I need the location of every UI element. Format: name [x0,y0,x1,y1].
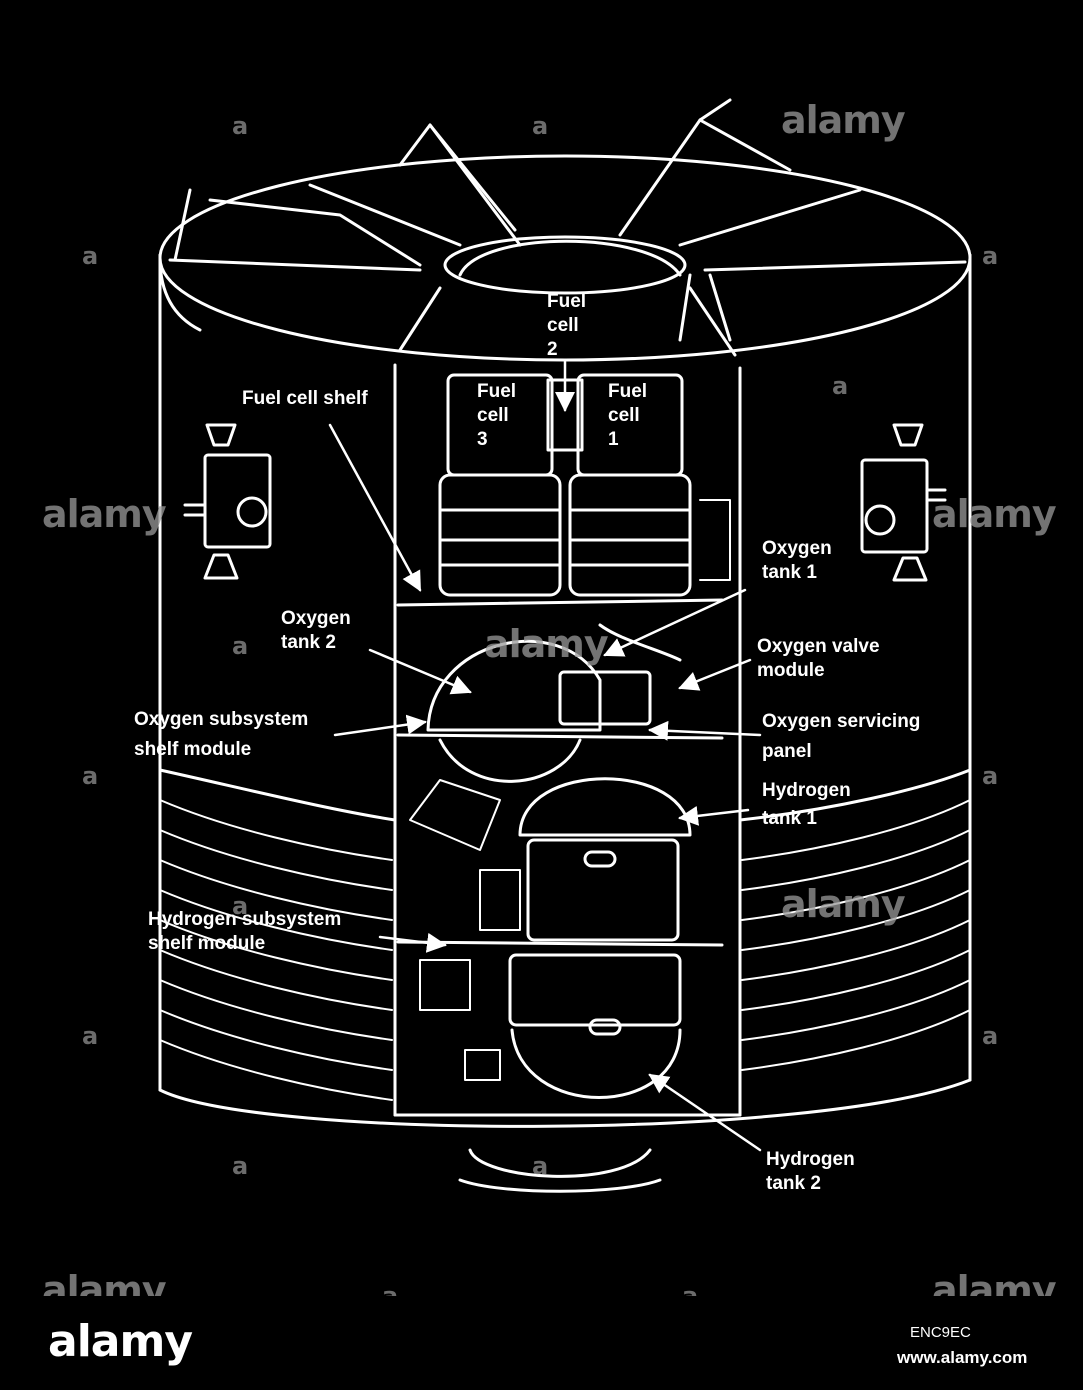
top-deck [158,154,972,362]
watermark-top-right: alamy [781,98,906,142]
label-fuel-cell-3: Fuel cell 3 [477,381,517,450]
arrow-fuel-cell-shelf [328,423,422,592]
oxygen-tanks [426,623,682,783]
arrow-hydrogen-tank-2 [648,1073,762,1152]
watermark-letter-11: a [982,1022,999,1050]
label-hydrogen-subsystem-shelf-module: Hydrogen subsystem shelf module [148,909,342,954]
label-hydrogen-tank-2: Hydrogen tank 2 [766,1149,855,1194]
footer-url[interactable]: www.alamy.com [897,1348,1028,1367]
watermark-letter-4: a [982,242,999,270]
watermark-lower-right: alamy [781,882,906,926]
label-fuel-cell-shelf: Fuel cell shelf [242,388,368,409]
arrow-hydrogen-tank-1 [678,805,750,826]
radiator-bands-left [159,799,393,1101]
plumbing-hardware [409,499,731,1081]
rcs-thruster-left [183,423,272,580]
leader-arrows [328,360,762,1152]
label-fuel-cell-1: Fuel cell 1 [608,381,648,450]
watermark-letter-7: a [82,762,99,790]
footer-bar [0,1296,1083,1390]
docking-struts [173,98,792,342]
arrow-oxygen-valve [678,658,752,691]
label-hydrogen-tank-1: Hydrogen tank 1 [762,780,851,829]
label-oxygen-valve-module: Oxygen valve module [757,636,880,681]
watermark-letter-5: a [832,372,849,400]
label-oxygen-tank-1: Oxygen tank 1 [762,538,832,583]
watermark-center: alamy [484,622,609,666]
watermark-letter-6: a [232,632,249,660]
label-oxygen-subsystem-shelf-module: Oxygen subsystem shelf module [134,709,309,760]
hydrogen-tanks [508,777,692,1099]
arrow-oxygen-tank-2 [368,648,472,695]
arrow-oxygen-subsystem [333,714,427,737]
label-fuel-cell-2: Fuel cell 2 [547,291,587,360]
arrow-oxygen-servicing [648,720,762,741]
watermark-letter-2: a [532,112,549,140]
watermark-letter-12: a [232,1152,249,1180]
watermark-letter-13: a [532,1152,549,1180]
watermark-mid-right: alamy [932,492,1057,536]
watermark-letter-8: a [982,762,999,790]
label-oxygen-tank-2: Oxygen tank 2 [281,608,351,653]
engine-bell [458,1148,662,1193]
watermark-letter-9: a [232,892,249,920]
rcs-thruster-right [860,423,947,582]
watermark-letter-3: a [82,242,99,270]
label-oxygen-servicing-panel: Oxygen servicing panel [762,711,921,762]
fuel-cells [438,373,692,597]
radiator-bands-right [741,799,971,1071]
watermark-letter-1: a [232,112,249,140]
watermark-mid-left: alamy [42,492,167,536]
watermark-letter-10: a [82,1022,99,1050]
arrow-hydrogen-subsystem [378,932,447,953]
footer-logo: alamy [48,1316,193,1367]
arrow-oxygen-tank-1 [603,588,747,657]
image-code: ENC9EC [910,1324,971,1341]
